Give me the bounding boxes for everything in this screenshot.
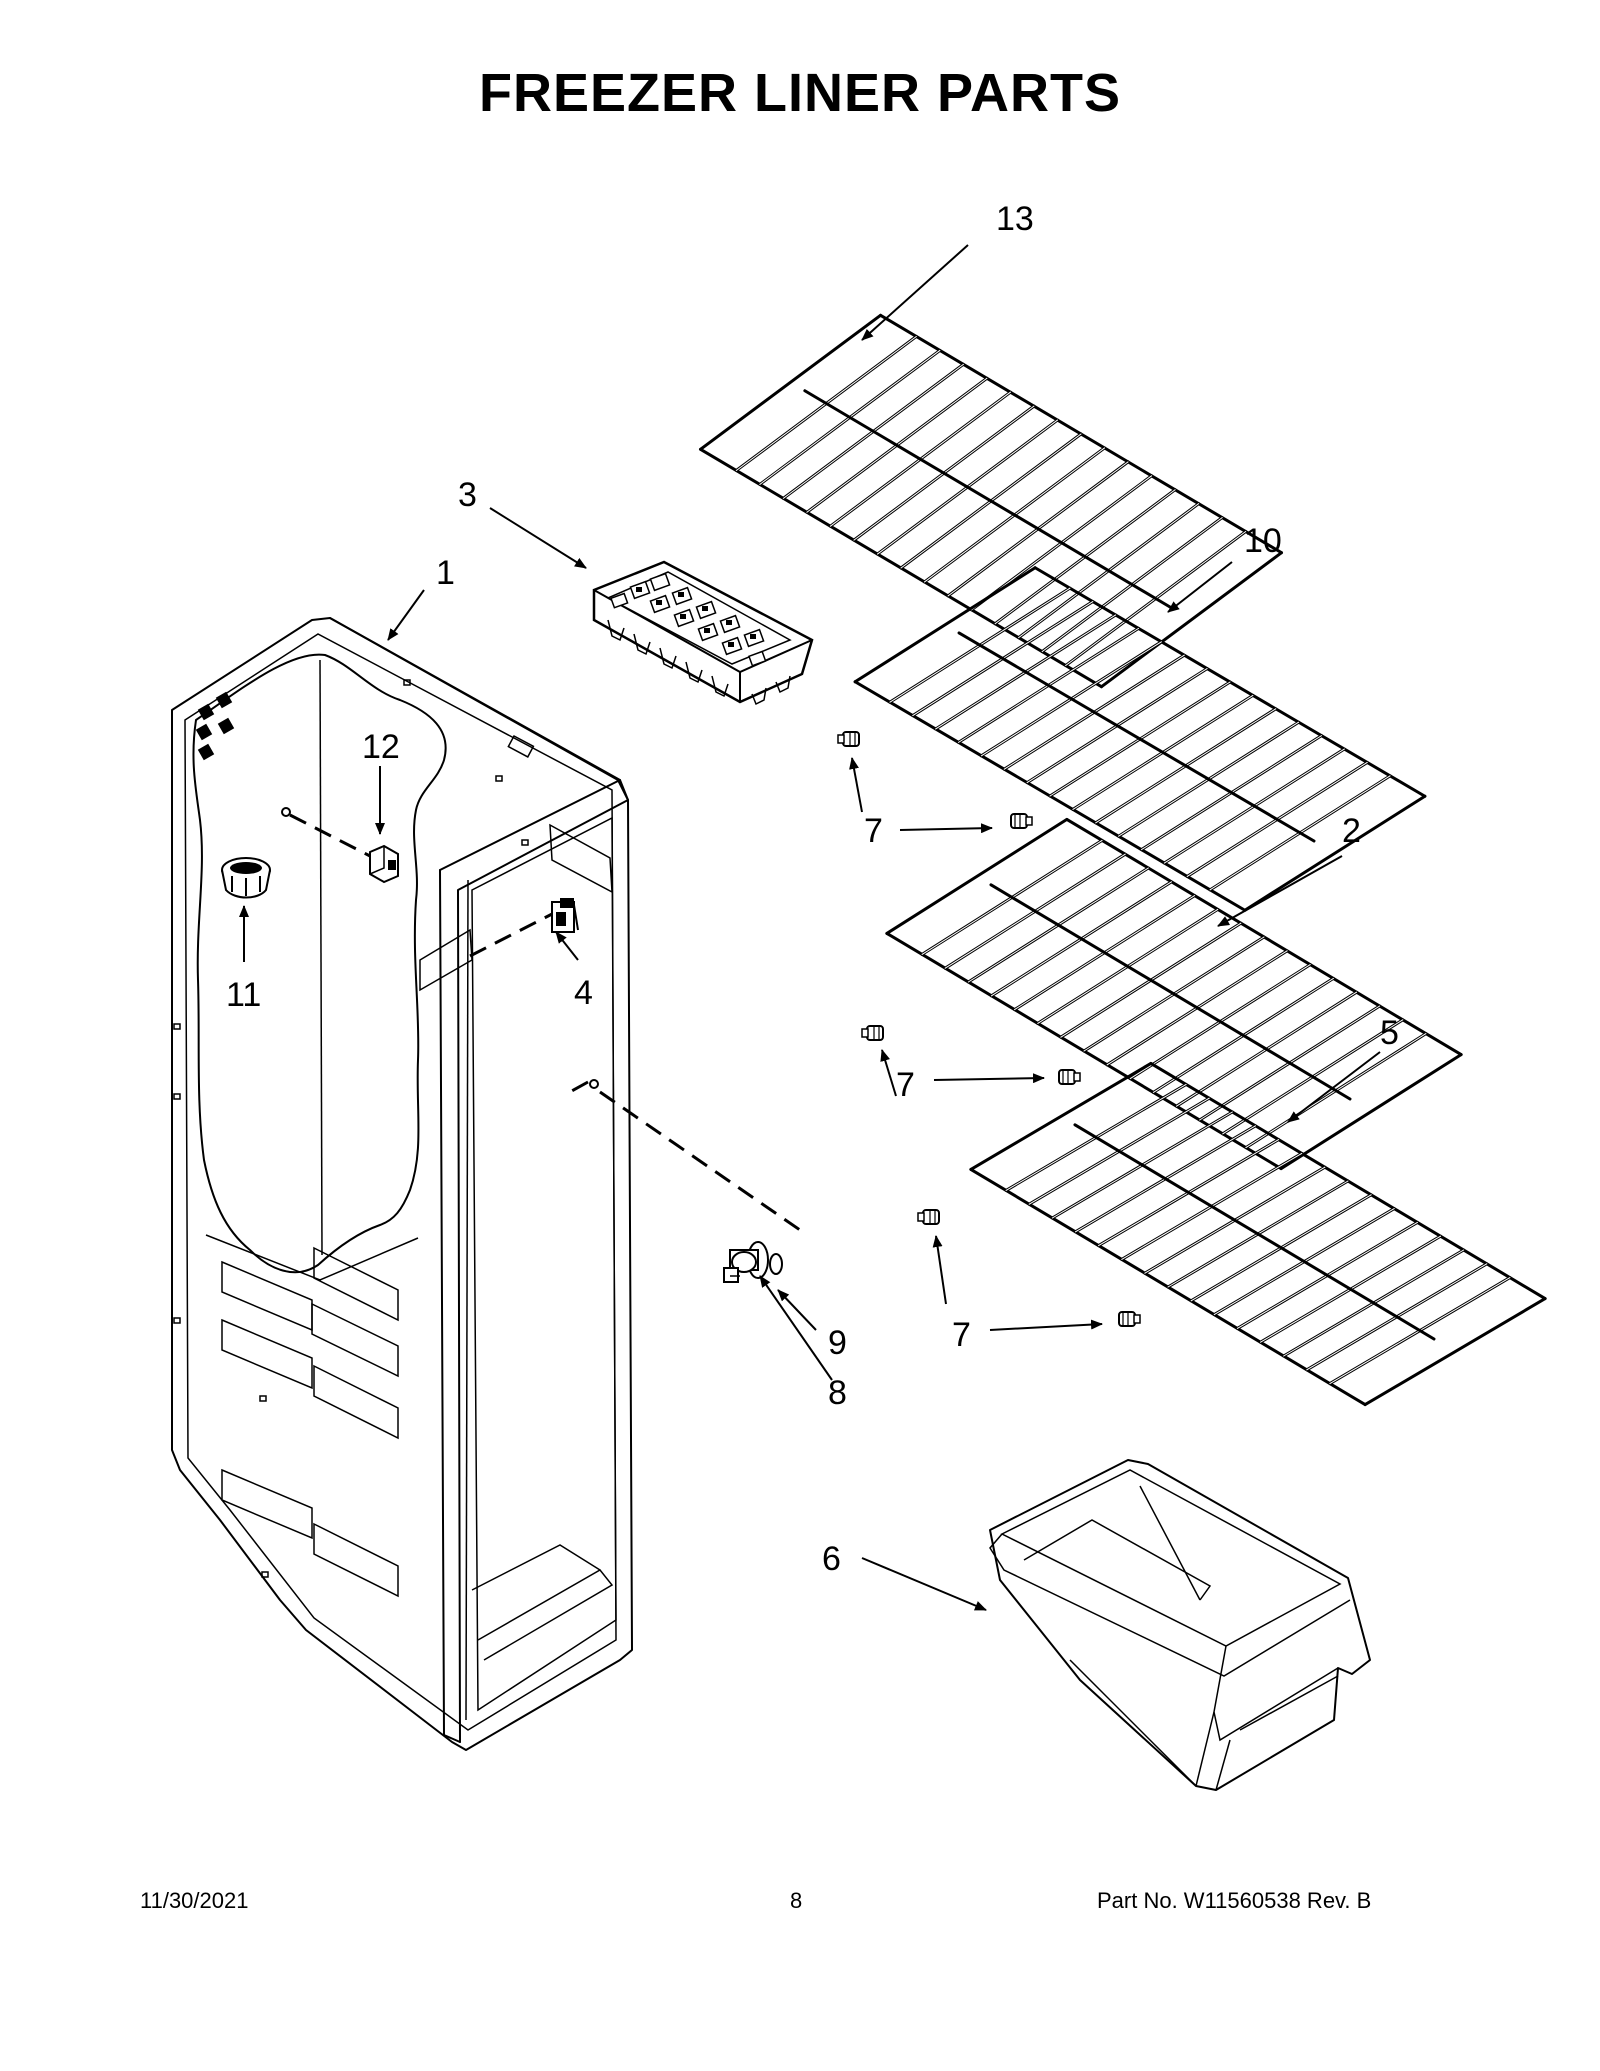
callout-4: 4 [574,974,593,1012]
footer-part-number: Part No. W11560538 Rev. B [1097,1888,1372,1913]
footer-date: 11/30/2021 [140,1888,249,1913]
wire-shelf-13 [699,313,1283,689]
callout-3: 3 [458,476,477,514]
wire-shelf-5 [969,1061,1547,1407]
callout-9: 9 [828,1324,847,1362]
wire-shelf-10 [853,566,1427,912]
footer-page-number: 8 [790,1888,803,1913]
part-12-bracket [369,844,399,884]
callout-8: 8 [828,1374,847,1412]
callout-11: 11 [226,976,261,1014]
part-8-9-assembly [723,1241,783,1283]
part-4-switch [551,898,579,933]
callout-10: 10 [1244,522,1282,560]
callout-arrows [239,244,1381,1611]
callout-13: 13 [996,200,1034,238]
callout-7a: 7 [864,812,883,850]
page-title: FREEZER LINER PARTS [478,63,1122,123]
part-11-housing [221,857,271,899]
callout-12: 12 [362,728,400,766]
callout-7c: 7 [952,1316,971,1354]
wire-shelves [699,313,1547,1407]
wire-shelf-2 [885,817,1463,1171]
callout-5: 5 [1380,1014,1399,1052]
callout-7b: 7 [896,1066,915,1104]
freezer-liner [171,617,801,1751]
callout-labels: 13 3 1 10 12 11 4 7 2 7 5 7 9 8 6 [226,200,1399,1578]
callout-6: 6 [822,1540,841,1578]
storage-bin [989,1459,1371,1791]
ice-tray [592,560,814,706]
callout-1: 1 [436,554,455,592]
callout-2: 2 [1342,812,1361,850]
